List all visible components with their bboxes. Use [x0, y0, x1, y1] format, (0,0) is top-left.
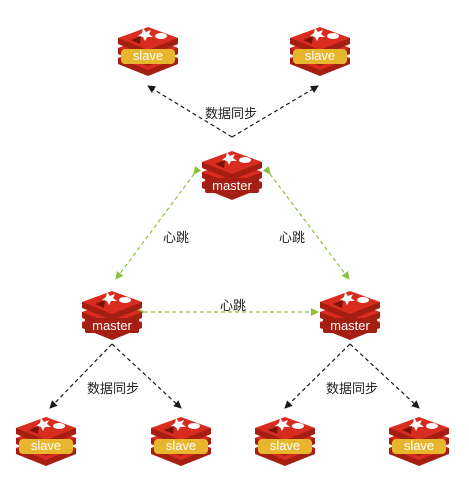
- slave-node: slave: [113, 18, 183, 78]
- redis-logo-icon: [82, 291, 142, 340]
- sync-edge-left-2: [111, 343, 182, 409]
- slave-node: slave: [146, 408, 216, 468]
- node-label: master: [212, 178, 252, 193]
- master-node: master: [315, 282, 385, 342]
- slave-node: slave: [384, 408, 454, 468]
- sync-label-top: 数据同步: [205, 107, 258, 122]
- node-label: slave: [304, 48, 336, 63]
- sync-edge-top-right: [231, 85, 319, 138]
- sync-label-bottom-left: 数据同步: [87, 382, 140, 397]
- heartbeat-edge-top-right: [262, 166, 350, 280]
- redis-logo-icon: [16, 417, 76, 466]
- slave-node: slave: [285, 18, 355, 78]
- redis-logo-icon: [151, 417, 211, 466]
- node-label: slave: [132, 48, 164, 63]
- node-label: slave: [165, 438, 197, 453]
- sync-label-bottom-right: 数据同步: [326, 382, 379, 397]
- heartbeat-edge-top-left: [115, 165, 202, 280]
- redis-logo-icon: [255, 417, 315, 466]
- sync-edge-right-3: [284, 343, 351, 409]
- sync-edge-right-4: [349, 343, 420, 409]
- sync-edge-left-1: [49, 343, 113, 409]
- node-label: master: [92, 318, 132, 333]
- slave-node: slave: [250, 408, 320, 468]
- master-node: master: [197, 142, 267, 202]
- node-label: master: [330, 318, 370, 333]
- node-label: slave: [269, 438, 301, 453]
- sync-edge-top-left: [147, 85, 233, 138]
- slave-node: slave: [11, 408, 81, 468]
- redis-logo-icon: [118, 27, 178, 76]
- node-label: slave: [403, 438, 435, 453]
- redis-logo-icon: [202, 151, 262, 200]
- node-label: slave: [30, 438, 62, 453]
- heartbeat-label-right: 心跳: [279, 231, 306, 246]
- redis-logo-icon: [389, 417, 449, 466]
- redis-logo-icon: [290, 27, 350, 76]
- redis-logo-icon: [320, 291, 380, 340]
- master-node: master: [77, 282, 147, 342]
- heartbeat-label-middle: 心跳: [220, 299, 247, 314]
- heartbeat-label-left: 心跳: [163, 231, 190, 246]
